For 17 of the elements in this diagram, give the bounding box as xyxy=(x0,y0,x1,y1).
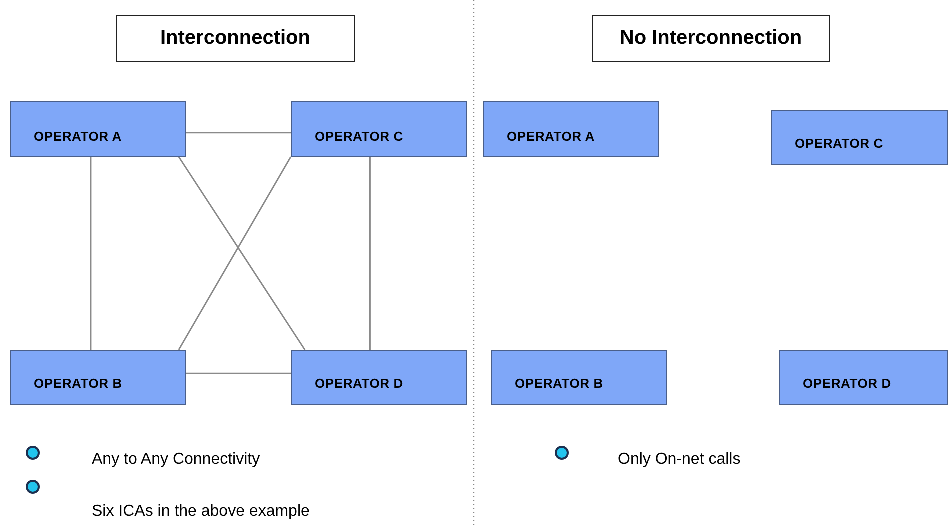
connector-line xyxy=(90,157,92,350)
bullet-text: Only On-net calls xyxy=(618,451,741,469)
connector-line xyxy=(186,372,291,374)
operator-box: OPERATOR B xyxy=(10,350,186,405)
operator-box: OPERATOR D xyxy=(779,350,948,405)
operator-box: OPERATOR C xyxy=(771,110,948,165)
operator-box: OPERATOR A xyxy=(10,101,186,157)
heading-box: Interconnection xyxy=(116,15,355,62)
bullet-text: Six ICAs in the above example xyxy=(92,503,310,521)
operator-box: OPERATOR D xyxy=(291,350,467,405)
operator-box: OPERATOR C xyxy=(291,101,467,157)
connector-line xyxy=(186,132,291,134)
connector-line xyxy=(369,157,371,350)
heading-box: No Interconnection xyxy=(592,15,830,62)
operator-box: OPERATOR A xyxy=(483,101,659,157)
bullet-text: Any to Any Connectivity xyxy=(92,451,260,469)
operator-box: OPERATOR B xyxy=(491,350,667,405)
